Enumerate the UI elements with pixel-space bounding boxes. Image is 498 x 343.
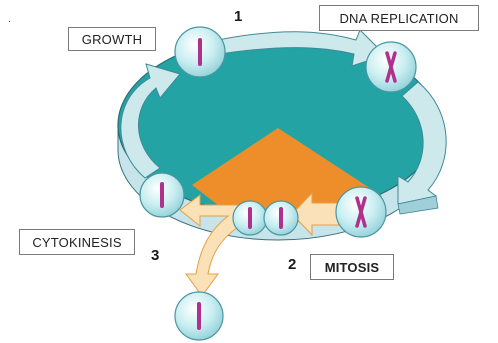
step-number-2: 2: [288, 256, 296, 273]
label-dna-replication: DNA REPLICATION: [319, 5, 479, 31]
cell-dividing-right: [264, 201, 298, 235]
chromosome-icon: [279, 207, 283, 229]
cell-dividing-left: [233, 201, 267, 235]
step-number-1: 1: [234, 8, 242, 25]
cell-growth: [175, 27, 225, 77]
cell-cytokinesis-top: [140, 173, 184, 217]
chromosome-icon: [198, 38, 202, 66]
chromosome-icon: [160, 182, 164, 208]
stray-mark: .: [8, 14, 11, 25]
cell-mitosis: [336, 187, 386, 237]
chromosome-icon: [197, 302, 201, 330]
cell-dna-replication: [366, 42, 416, 92]
step-number-3: 3: [151, 247, 159, 264]
label-cytokinesis: CYTOKINESIS: [19, 229, 135, 255]
chromosome-icon: [248, 207, 252, 229]
label-growth: GROWTH: [68, 27, 156, 51]
label-mitosis: MITOSIS: [310, 254, 394, 280]
cell-cytokinesis-bottom: [175, 292, 223, 340]
